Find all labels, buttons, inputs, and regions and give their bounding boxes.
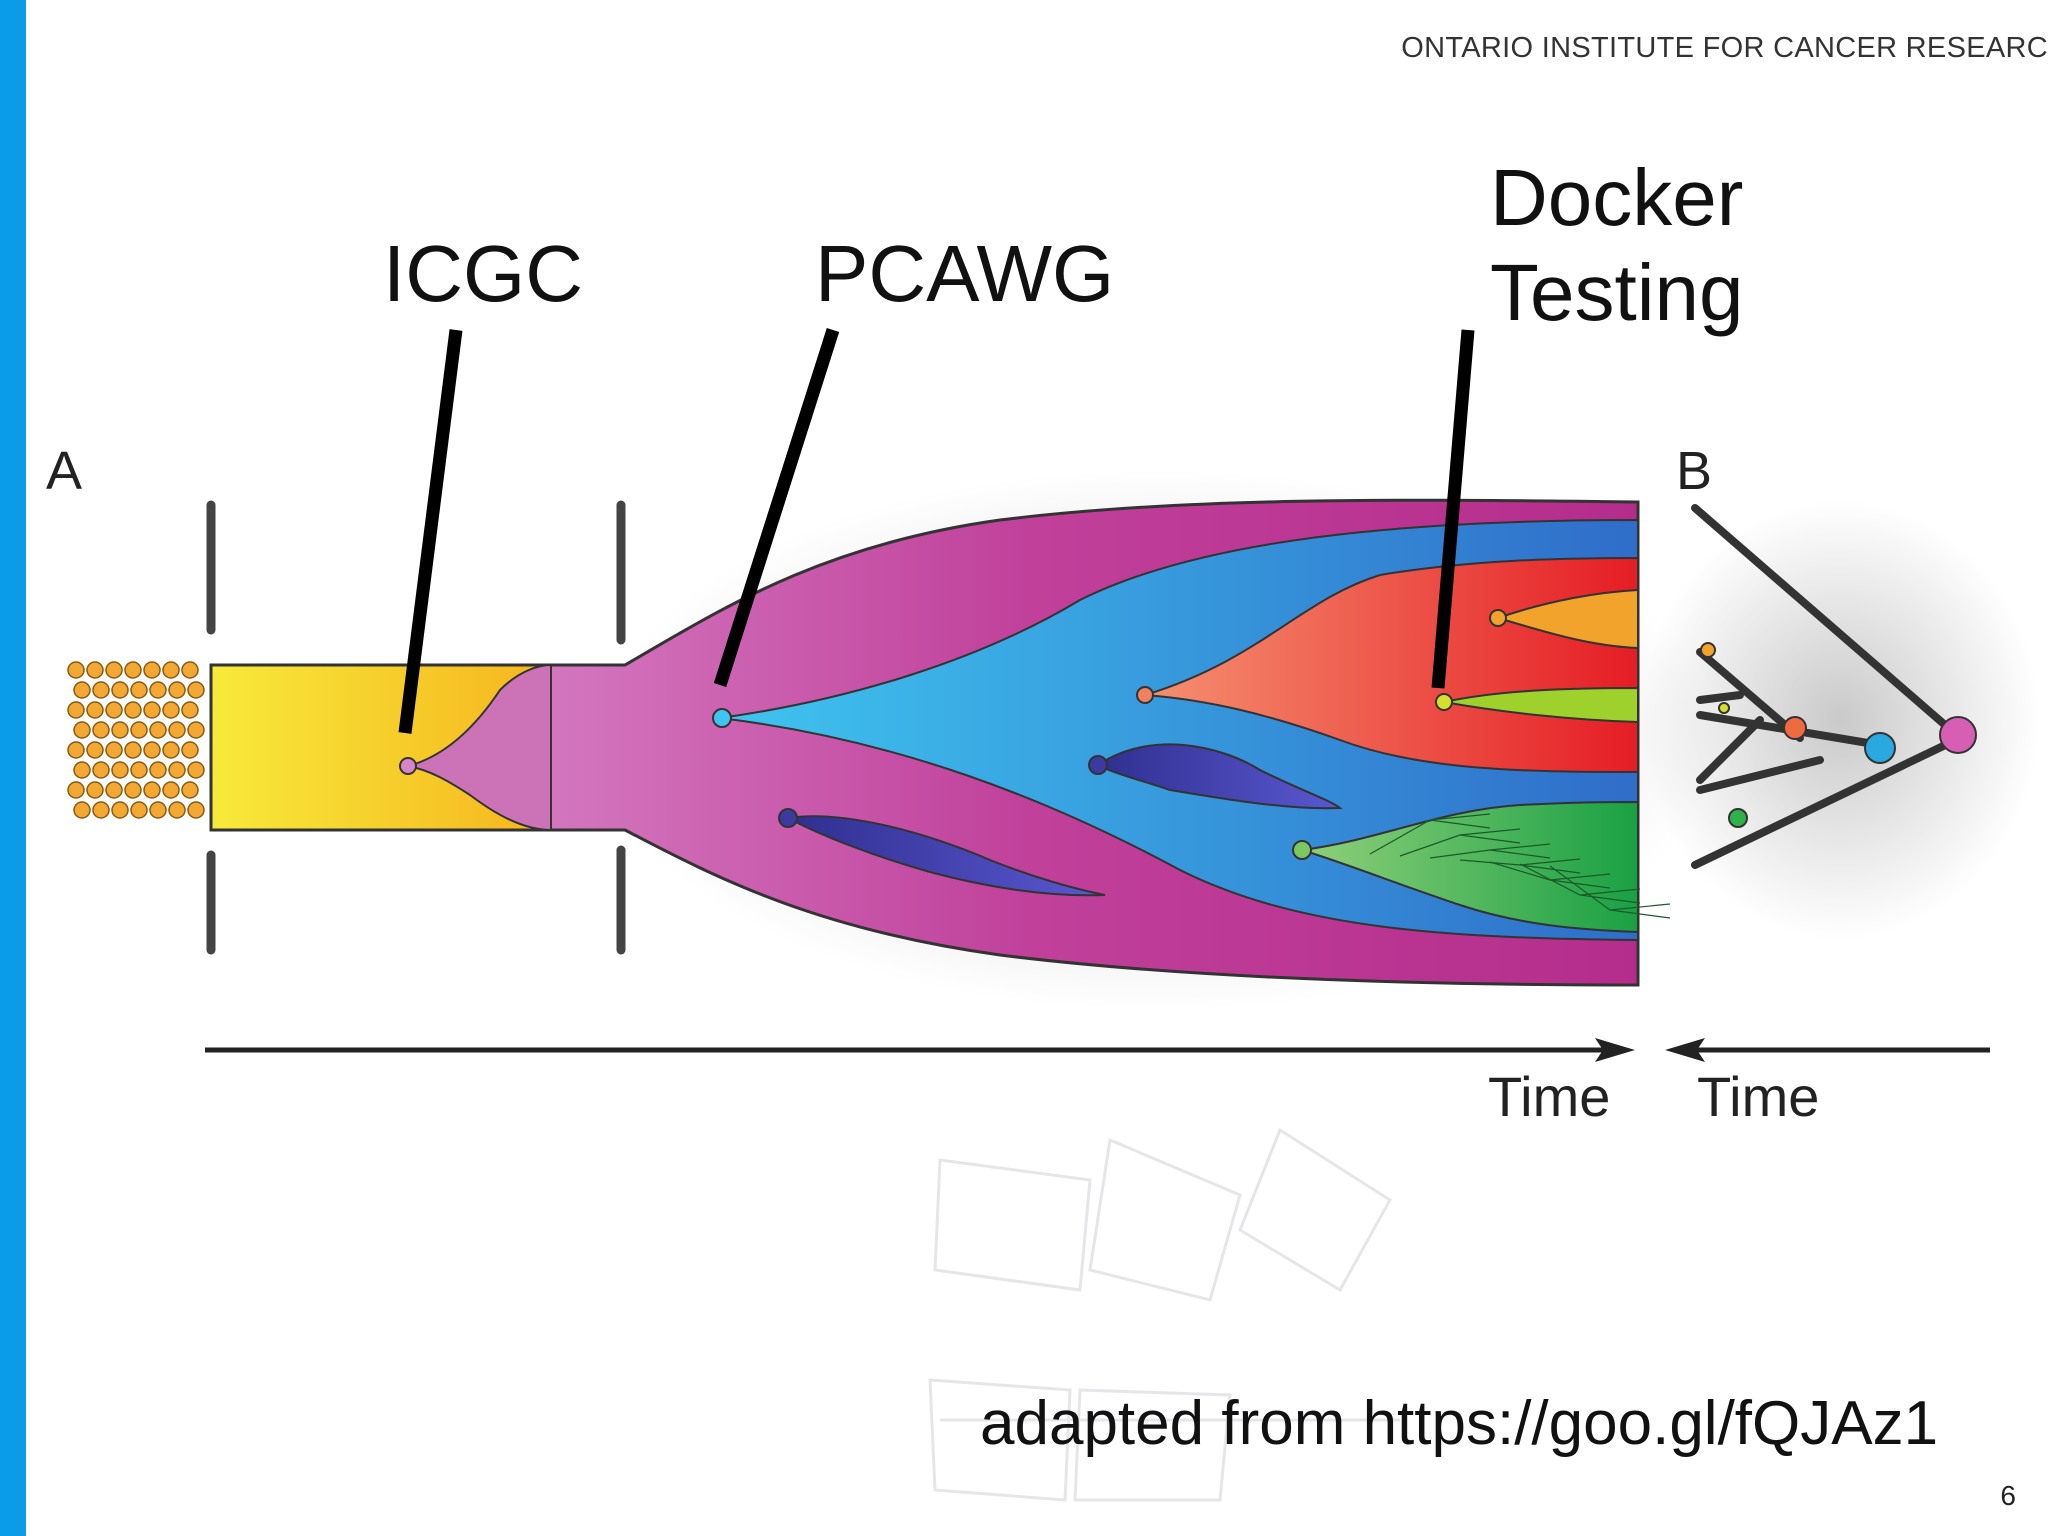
cell-dot xyxy=(124,661,142,679)
cell-dot xyxy=(92,761,110,779)
cell-dot xyxy=(105,661,123,679)
time-axis-backward xyxy=(1665,1038,1990,1062)
label-icgc: ICGC xyxy=(383,229,583,318)
founder-wedge xyxy=(407,663,552,832)
accent-bar xyxy=(0,0,26,1536)
cell-dot xyxy=(181,741,199,759)
cell-dot xyxy=(162,741,180,759)
cell-dot xyxy=(181,701,199,719)
label-docker-testing: Docker Testing xyxy=(1490,150,1743,340)
background-ornament xyxy=(928,1127,1400,1502)
header-organization: ONTARIO INSTITUTE FOR CANCER RESEARC xyxy=(1401,32,2048,64)
cell-dot xyxy=(149,721,167,739)
cell-dot xyxy=(168,761,186,779)
cell-dot xyxy=(111,681,129,699)
label-point-a: A xyxy=(46,441,83,501)
cell-dot xyxy=(162,701,180,719)
green-branch xyxy=(1549,865,1671,919)
cell-dot xyxy=(67,741,85,759)
cell-dot xyxy=(143,701,161,719)
cell-dot xyxy=(130,761,148,779)
source-citation: adapted from https://goo.gl/fQJAz1 xyxy=(980,1389,1939,1458)
cell-dot xyxy=(143,781,161,799)
label-pcawg: PCAWG xyxy=(815,229,1115,318)
cell-dot xyxy=(111,721,129,739)
green-branch xyxy=(1399,828,1521,857)
label-time-backward: Time xyxy=(1697,1065,1820,1128)
cell-dot xyxy=(86,781,104,799)
cell-dot xyxy=(143,661,161,679)
cell-dot xyxy=(162,661,180,679)
cell-dot xyxy=(73,801,91,819)
cell-dot xyxy=(105,741,123,759)
cell-dot xyxy=(86,741,104,759)
clone-lime xyxy=(1443,686,1639,724)
cell-dot xyxy=(86,701,104,719)
clone-navy-upper xyxy=(1096,743,1343,810)
phylogenetic-tree xyxy=(1691,504,1964,869)
cell-dot xyxy=(143,741,161,759)
cell-dot xyxy=(92,681,110,699)
clone-navy-lower xyxy=(784,815,1106,897)
page-number: 6 xyxy=(2000,1480,2016,1511)
cell-dot xyxy=(105,701,123,719)
cell-dot xyxy=(105,781,123,799)
cell-dot xyxy=(67,781,85,799)
cell-dot xyxy=(67,661,85,679)
cell-dot xyxy=(124,781,142,799)
green-branch xyxy=(1429,843,1551,859)
green-branch xyxy=(1519,863,1641,904)
cell-dot xyxy=(149,761,167,779)
cell-dot xyxy=(73,761,91,779)
cell-dot xyxy=(187,801,205,819)
cell-dot xyxy=(73,721,91,739)
green-subclone-branches xyxy=(1369,813,1671,919)
tree-shadow xyxy=(1640,500,2040,940)
label-docker-line2: Testing xyxy=(1490,248,1744,337)
cell-dot xyxy=(92,801,110,819)
cell-dot xyxy=(111,801,129,819)
cell-dot xyxy=(92,721,110,739)
time-axis-forward xyxy=(205,1038,1635,1062)
clone-orange xyxy=(1494,588,1639,650)
cell-dot xyxy=(168,721,186,739)
cell-dot xyxy=(67,701,85,719)
cell-dot xyxy=(130,721,148,739)
cell-dot xyxy=(162,781,180,799)
cell-dot xyxy=(130,681,148,699)
cell-dot xyxy=(124,741,142,759)
green-branch xyxy=(1459,858,1581,874)
cell-population xyxy=(67,661,205,819)
label-point-b: B xyxy=(1676,441,1713,501)
green-branch xyxy=(1369,813,1491,855)
cell-dot xyxy=(187,681,205,699)
cell-dot xyxy=(124,701,142,719)
cell-dot xyxy=(149,681,167,699)
label-docker-line1: Docker xyxy=(1490,153,1744,242)
cell-dot xyxy=(86,661,104,679)
cell-dot xyxy=(73,681,91,699)
cell-dot xyxy=(111,761,129,779)
clone-origin-nodes xyxy=(399,609,1507,860)
cell-dot xyxy=(187,761,205,779)
cell-dot xyxy=(168,801,186,819)
cell-dot xyxy=(130,801,148,819)
cell-dot xyxy=(187,721,205,739)
label-pointers xyxy=(398,328,1475,734)
cell-dot xyxy=(181,661,199,679)
cell-dot xyxy=(181,781,199,799)
label-time-forward: Time xyxy=(1488,1065,1611,1128)
tree-nodes xyxy=(1700,642,1977,828)
barrier-ticks xyxy=(206,500,626,955)
cell-dot xyxy=(168,681,186,699)
cell-dot xyxy=(149,801,167,819)
